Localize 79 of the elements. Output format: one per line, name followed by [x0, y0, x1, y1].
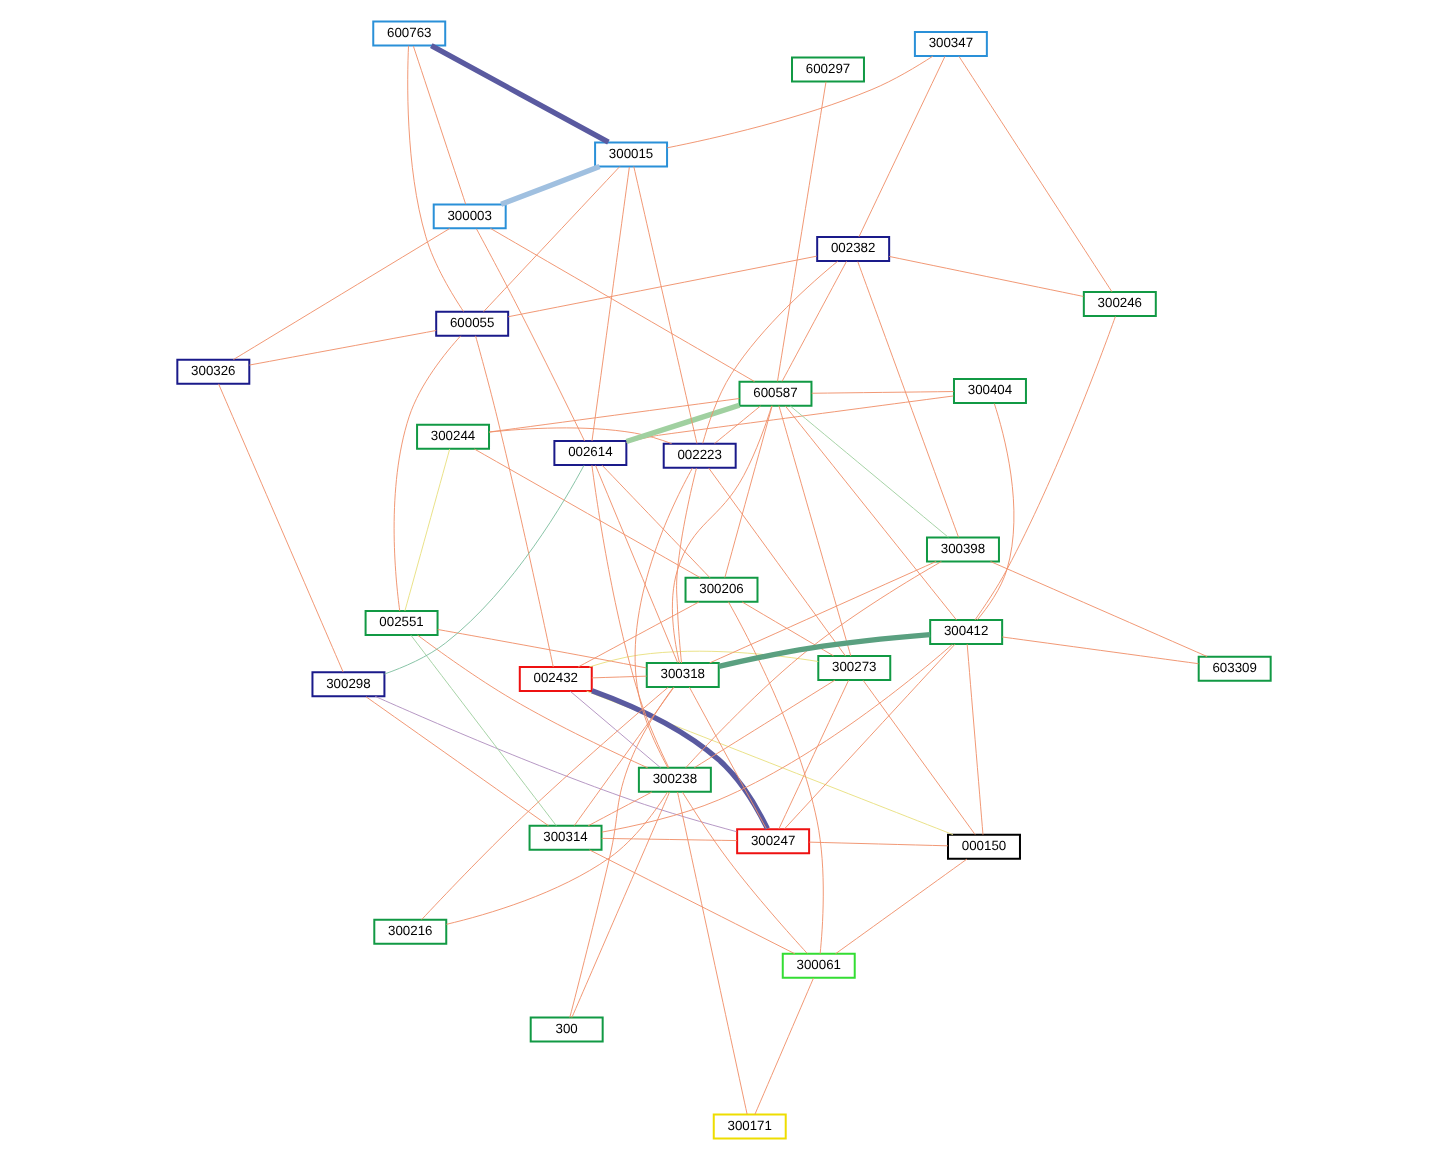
connector [591, 464, 670, 768]
connector [862, 680, 976, 835]
connector [777, 81, 827, 382]
connector [417, 634, 649, 769]
connector [500, 164, 601, 207]
connector [835, 858, 968, 955]
connector [724, 405, 773, 578]
connector [958, 55, 1113, 293]
connector [393, 335, 462, 612]
connector [727, 601, 824, 955]
connector [507, 255, 818, 318]
connector [781, 260, 848, 382]
connector [708, 467, 846, 657]
connector [365, 696, 549, 827]
connector [407, 45, 464, 312]
connector [974, 316, 1116, 621]
connector [475, 335, 554, 668]
connector [601, 644, 953, 833]
connector [633, 166, 698, 444]
connector [718, 632, 931, 669]
connector [404, 448, 451, 612]
connector [577, 601, 700, 668]
connector [430, 43, 610, 145]
connector [437, 629, 647, 669]
connector [626, 395, 954, 443]
connector [714, 405, 761, 444]
connector [709, 560, 937, 664]
connector [966, 643, 984, 836]
connector [569, 687, 674, 1018]
connector [248, 330, 437, 366]
connector [784, 405, 957, 621]
connector [421, 686, 669, 920]
connector [588, 650, 819, 668]
connector [569, 690, 661, 769]
connector [990, 561, 1208, 657]
connector [741, 601, 834, 657]
connector [232, 228, 451, 361]
connector [811, 391, 955, 394]
connector [473, 448, 701, 579]
connector [693, 679, 836, 769]
connector [488, 427, 673, 445]
connector [784, 643, 956, 830]
connector [591, 688, 770, 830]
connector [671, 405, 773, 664]
connector [595, 464, 678, 663]
connector [591, 166, 630, 442]
connector [976, 403, 1015, 621]
connector [490, 227, 755, 382]
connector [857, 261, 959, 538]
connector [682, 791, 808, 954]
connector [571, 791, 670, 1018]
connector [483, 166, 621, 313]
connector [412, 45, 467, 205]
connector [588, 849, 796, 955]
connector [384, 464, 585, 675]
connector [625, 402, 741, 444]
connector [789, 405, 949, 538]
connector [475, 228, 585, 442]
connector [754, 977, 814, 1115]
connector [410, 634, 557, 827]
connector [676, 467, 697, 664]
connector [591, 675, 648, 679]
connector [445, 791, 668, 925]
connector [573, 686, 675, 827]
connector [688, 686, 767, 830]
connector [778, 679, 849, 830]
connector [218, 383, 344, 673]
connector [1001, 636, 1199, 665]
connector [601, 464, 711, 579]
connector [601, 837, 738, 842]
connector [677, 791, 748, 1115]
connector [702, 260, 839, 444]
connector [587, 791, 653, 827]
connector [634, 467, 693, 769]
connector [858, 55, 946, 238]
connector [808, 841, 949, 847]
connector [888, 256, 1084, 297]
connector [374, 695, 737, 833]
connector [778, 405, 852, 657]
